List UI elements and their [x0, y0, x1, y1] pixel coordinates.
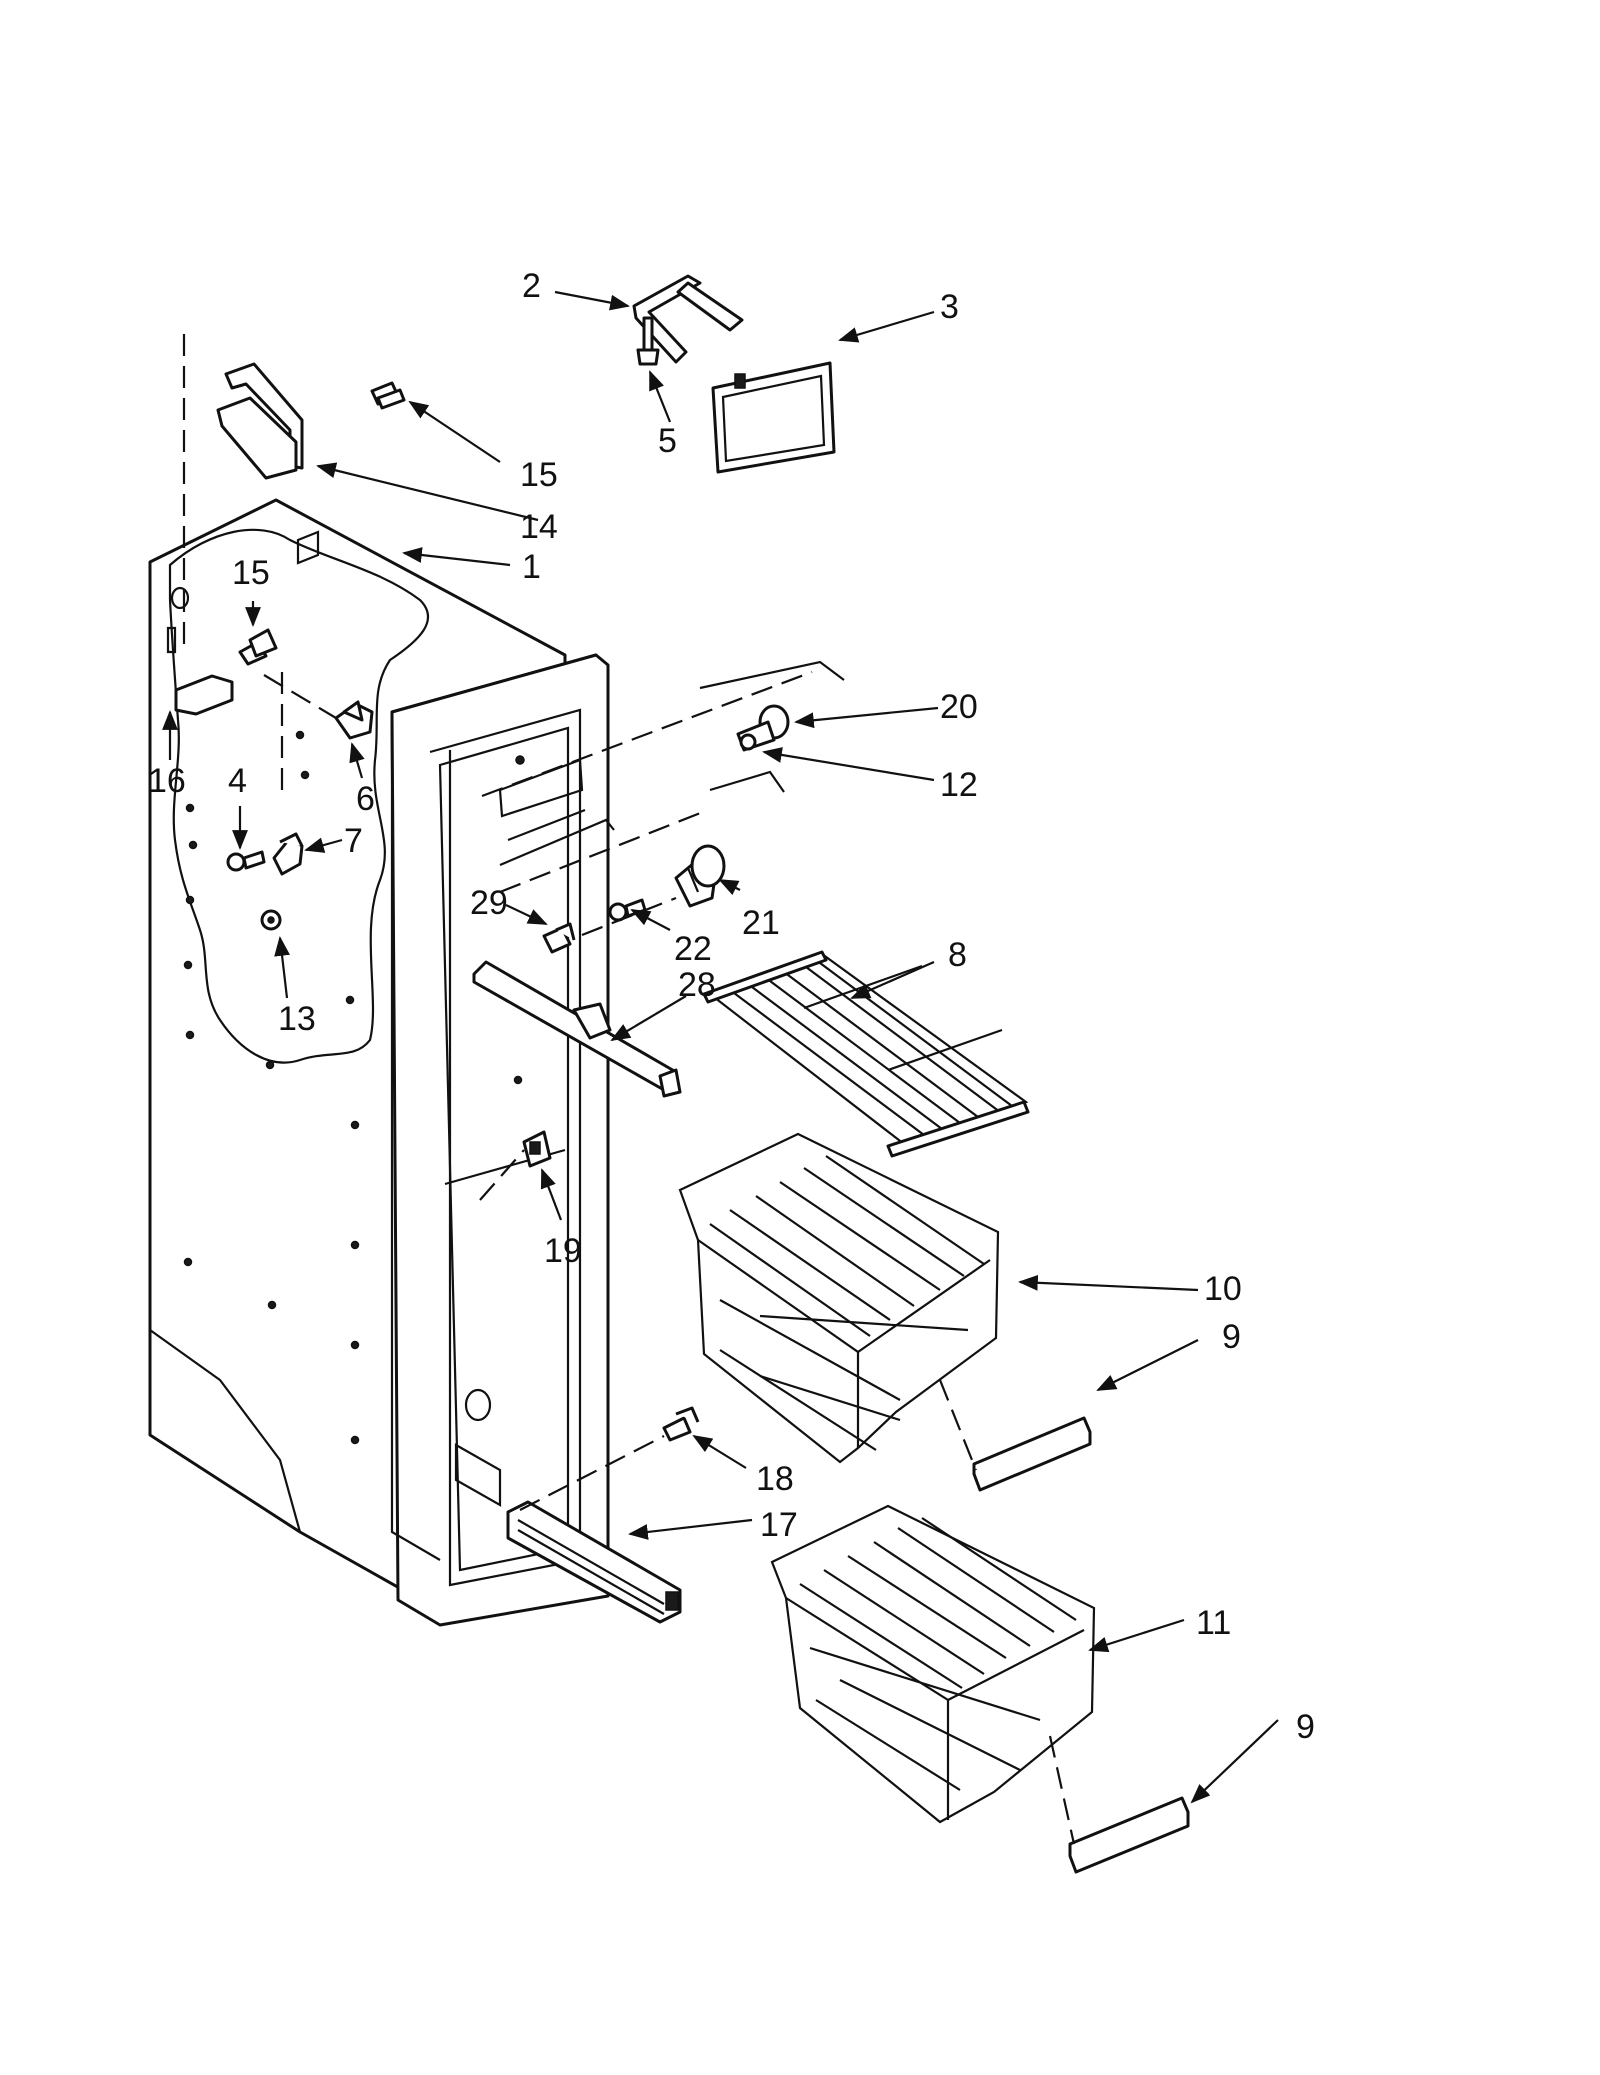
- callout-7: 7: [344, 822, 363, 860]
- callout-4: 4: [228, 762, 247, 800]
- part-13-plug: [260, 909, 282, 931]
- callout-1: 1: [522, 548, 541, 586]
- part-29-screw: [542, 922, 576, 954]
- callout-15-left: 15: [232, 554, 270, 592]
- callout-15-top: 15: [520, 456, 558, 494]
- callout-5: 5: [658, 422, 677, 460]
- callout-11: 11: [1196, 1604, 1231, 1642]
- part-14-hinge: [216, 362, 304, 480]
- part-20-12-roller: [736, 704, 790, 752]
- part-21-roller-bracket: [674, 844, 726, 908]
- freezer-liner: [148, 498, 610, 1627]
- callout-12: 12: [940, 766, 978, 804]
- callout-3: 3: [940, 288, 959, 326]
- callout-2: 2: [522, 267, 541, 305]
- part-19-switch: [522, 1130, 552, 1168]
- part-7-bracket: [272, 832, 304, 876]
- part-10-basket: [678, 1132, 1000, 1464]
- callout-17: 17: [760, 1506, 798, 1544]
- part-5-screw: [636, 316, 660, 366]
- part-16-clip: [174, 674, 234, 716]
- part-11-basket: [770, 1504, 1096, 1824]
- part-9-rail-upper: [972, 1416, 1092, 1492]
- callout-20: 20: [940, 688, 978, 726]
- callout-22: 22: [674, 930, 712, 968]
- callout-13: 13: [278, 1000, 316, 1038]
- assembly-lines: [182, 334, 1076, 1845]
- callout-16: 16: [148, 762, 186, 800]
- leader-lines: [162, 290, 1279, 1804]
- part-8-wire-shelf: [702, 950, 1030, 1158]
- part-9-rail-lower: [1068, 1796, 1190, 1874]
- callout-9-lower: 9: [1296, 1708, 1315, 1746]
- part-6-clip: [334, 700, 374, 740]
- part-15-screw-top: [370, 381, 406, 410]
- part-18-screw: [662, 1406, 700, 1442]
- callout-21: 21: [742, 904, 780, 942]
- part-3-cover: [711, 361, 836, 474]
- callout-18: 18: [756, 1460, 794, 1498]
- part-4-screw: [226, 850, 266, 872]
- callout-14: 14: [520, 508, 558, 546]
- callout-19: 19: [544, 1232, 582, 1270]
- liner-holes: [183, 730, 525, 1445]
- callouts: 2 3 5 15 14 1 15 16 4 6 7 13 20 12 29 21…: [148, 267, 1315, 1746]
- callout-28: 28: [678, 966, 716, 1004]
- part-17-grille: [506, 1500, 682, 1624]
- callout-10: 10: [1204, 1270, 1242, 1308]
- callout-29: 29: [470, 884, 508, 922]
- callout-6: 6: [356, 780, 375, 818]
- part-28-shelf-rail: [472, 960, 682, 1098]
- callout-9-upper: 9: [1222, 1318, 1241, 1356]
- part-15-screw-left: [238, 628, 278, 666]
- callout-8: 8: [948, 936, 967, 974]
